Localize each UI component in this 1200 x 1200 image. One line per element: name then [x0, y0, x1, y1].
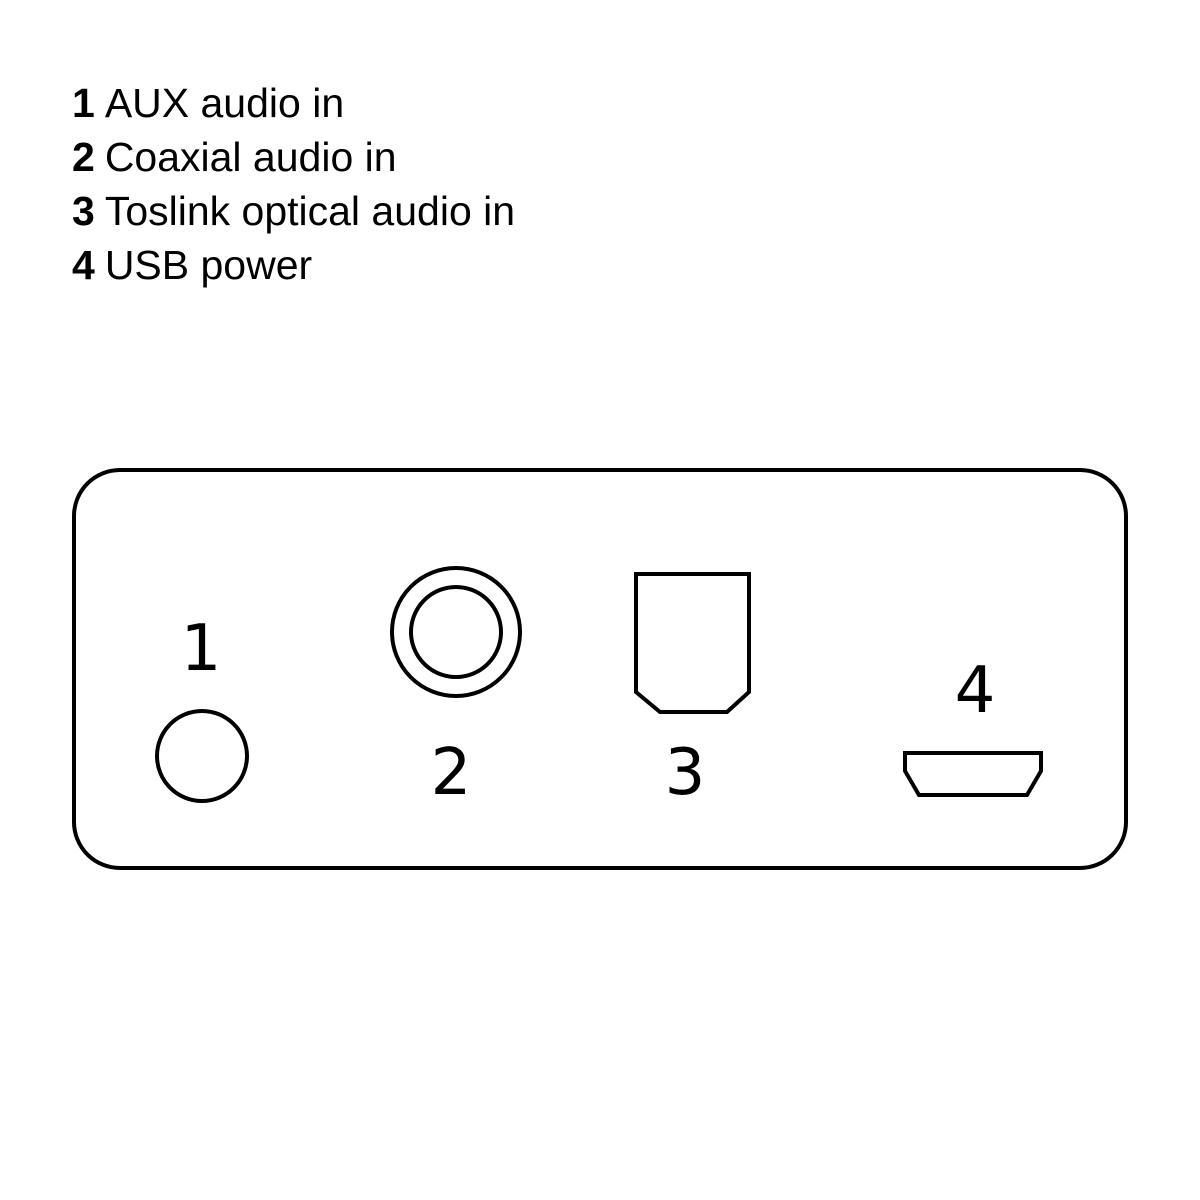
legend-label: Toslink optical audio in — [104, 188, 516, 234]
coaxial-jack-icon — [390, 566, 522, 698]
port-4-usb: 4 — [903, 654, 1043, 797]
legend-number: 4 — [72, 242, 95, 288]
legend-label: Coaxial audio in — [104, 134, 397, 180]
port-number-1: 1 — [181, 612, 222, 686]
legend-label: AUX audio in — [104, 80, 345, 126]
port-3-toslink: 3 — [634, 572, 751, 810]
port-number-4: 4 — [955, 654, 996, 728]
micro-usb-port-icon — [903, 751, 1043, 797]
port-number-3: 3 — [665, 736, 706, 810]
legend-number: 3 — [72, 188, 95, 234]
legend-label: USB power — [104, 242, 313, 288]
toslink-port-icon — [634, 572, 751, 714]
port-number-2: 2 — [431, 736, 472, 810]
aux-jack-icon — [155, 709, 249, 803]
port-1-aux: 1 — [155, 612, 249, 803]
legend-number: 1 — [72, 80, 95, 126]
legend-number: 2 — [72, 134, 95, 180]
port-2-coaxial: 2 — [390, 566, 522, 810]
panel-outline — [72, 468, 1128, 870]
